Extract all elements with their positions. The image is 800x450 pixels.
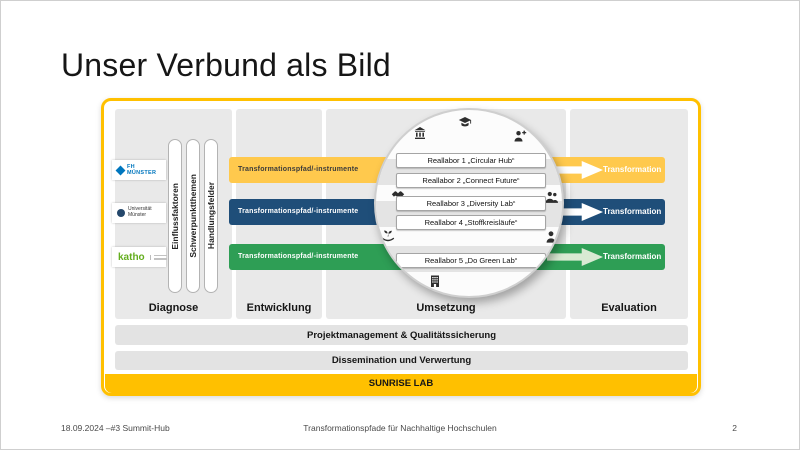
phase-label-umsetzung: Umsetzung <box>416 302 476 314</box>
bank-icon <box>413 126 427 140</box>
reallabor-circle: Reallabor 1 „Circular Hub“ Reallabor 2 „… <box>374 108 564 298</box>
dissemination-bar: Dissemination und Verwertung <box>115 351 688 370</box>
transformation-label: Transformation <box>603 165 662 174</box>
footer-page-number: 2 <box>732 423 737 433</box>
sunrise-lab-bar: SUNRISE LAB <box>105 374 697 393</box>
verbund-diagram: Diagnose Entwicklung Umsetzung Evaluatio… <box>101 98 701 396</box>
phase-label-evaluation: Evaluation <box>601 302 657 314</box>
fh-muenster-wordmark: FH MÜNSTER <box>127 164 157 176</box>
phase-label-diagnose: Diagnose <box>148 302 199 314</box>
pillar-schwerpunktthemen: Schwerpunktthemen <box>186 139 200 293</box>
katho-subline-decoration <box>149 254 167 260</box>
pathway-band-label: Transformationspfad/-instrumente <box>238 166 359 173</box>
footer-date: 18.09.2024 –#3 Summit-Hub <box>61 423 170 433</box>
pathway-band-label: Transformationspfad/-instrumente <box>238 253 359 260</box>
pillar-handlungsfelder: Handlungsfelder <box>204 139 218 293</box>
building-icon <box>428 274 442 288</box>
person-icon <box>544 230 558 244</box>
university-seal-icon <box>117 209 125 217</box>
logo-universitaet-muenster: Universität Münster <box>112 203 166 223</box>
transformation-label: Transformation <box>603 252 662 261</box>
people-icon <box>545 190 559 204</box>
reallabor-4-label: Reallabor 4 „Stoffkreisläufe“ <box>396 215 546 230</box>
universitaet-muenster-wordmark: Universität Münster <box>128 206 152 218</box>
pillar-label-handlungsfelder: Handlungsfelder <box>206 182 216 250</box>
katho-wordmark: katho <box>118 251 145 263</box>
phase-label-entwicklung: Entwicklung <box>246 302 312 314</box>
plant-hand-icon <box>381 228 395 242</box>
fh-muenster-diamond-icon <box>115 165 126 175</box>
graduation-cap-icon <box>458 115 472 129</box>
logo-katho: katho <box>112 247 167 267</box>
footer-project-title: Transformationspfade für Nachhaltige Hoc… <box>303 423 497 433</box>
pillar-label-schwerpunktthemen: Schwerpunktthemen <box>188 174 198 258</box>
slide-footer: 18.09.2024 –#3 Summit-Hub Transformation… <box>1 423 799 437</box>
pillar-label-einflussfaktoren: Einflussfaktoren <box>170 182 180 250</box>
transformation-label: Transformation <box>603 207 662 216</box>
logo-fh-muenster: FH MÜNSTER <box>112 160 166 180</box>
reallabor-5-label: Reallabor 5 „Do Green Lab“ <box>396 253 546 268</box>
reallabor-3-label: Reallabor 3 „Diversity Lab“ <box>396 196 546 211</box>
projektmanagement-bar: Projektmanagement & Qualitätssicherung <box>115 325 688 345</box>
reallabor-1-label: Reallabor 1 „Circular Hub“ <box>396 153 546 168</box>
pillar-einflussfaktoren: Einflussfaktoren <box>168 139 182 293</box>
person-gear-icon <box>513 129 527 143</box>
pathway-band-label: Transformationspfad/-instrumente <box>238 208 359 215</box>
handshake-icon <box>391 188 405 202</box>
page-title: Unser Verbund als Bild <box>61 47 391 83</box>
reallabor-2-label: Reallabor 2 „Connect Future“ <box>396 173 546 188</box>
